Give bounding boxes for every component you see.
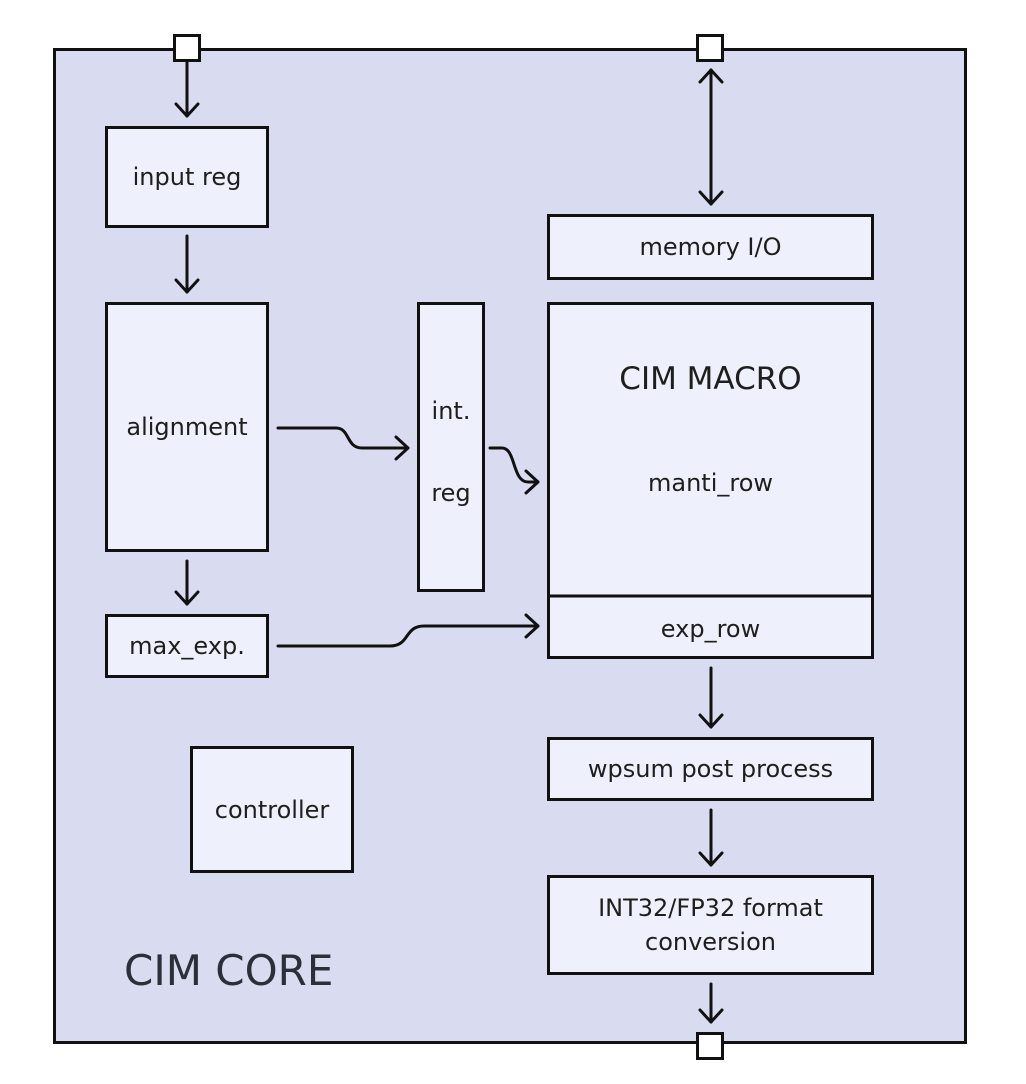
input-reg-block: input reg: [105, 126, 269, 228]
alignment-label: alignment: [126, 413, 248, 441]
output-port: [696, 1032, 724, 1060]
exp-row-label: exp_row: [660, 615, 761, 643]
manti-row-label: manti_row: [647, 469, 774, 497]
max-exp-label: max_exp.: [129, 632, 245, 660]
alignment-block: alignment: [105, 302, 269, 552]
memory-io-block: memory I/O: [547, 214, 874, 280]
input-port: [173, 34, 201, 62]
format-conversion-label-line2: conversion: [645, 928, 776, 956]
wpsum-label: wpsum post process: [587, 755, 834, 783]
int-reg-label-line2: reg: [431, 479, 471, 507]
format-conversion-label-line1: INT32/FP32 format: [598, 894, 823, 922]
input-reg-label: input reg: [132, 163, 242, 191]
wpsum-block: wpsum post process: [547, 737, 874, 801]
max-exp-block: max_exp.: [105, 614, 269, 678]
format-conversion-block: INT32/FP32 format conversion: [547, 875, 874, 975]
controller-block: controller: [190, 746, 354, 873]
controller-label: controller: [214, 795, 330, 824]
int-reg-label-line1: int.: [431, 397, 471, 425]
memory-port: [696, 34, 724, 62]
cim-core-label: CIM CORE: [124, 946, 334, 995]
int-reg-block: [417, 302, 485, 592]
cim-macro-block: [547, 302, 874, 659]
cim-macro-title: CIM MACRO: [619, 361, 802, 397]
memory-io-label: memory I/O: [639, 233, 782, 261]
